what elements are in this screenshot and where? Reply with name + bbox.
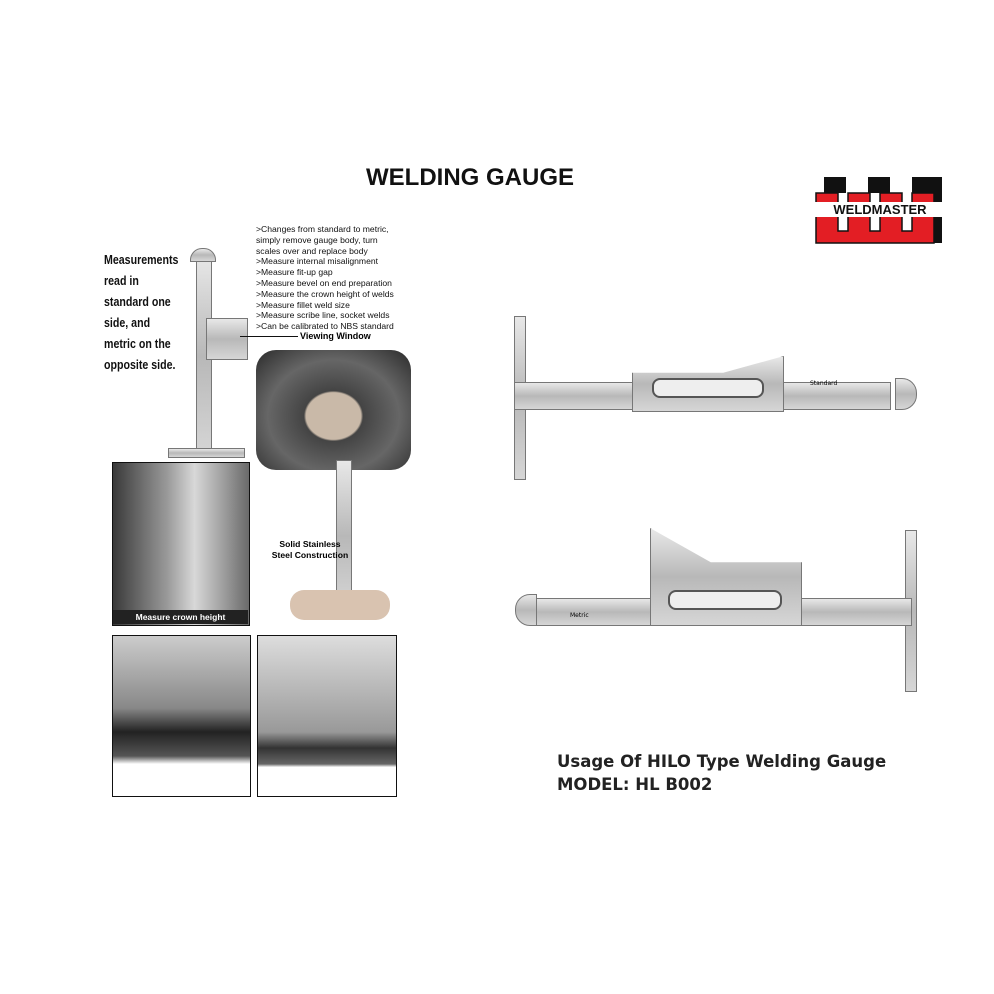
feature-item: >Measure fit-up gap <box>256 267 333 278</box>
feature-item: >Measure bevel on end preparation <box>256 277 392 288</box>
pointer-line <box>240 336 298 337</box>
gauge-tip <box>190 248 216 262</box>
gauge-body <box>206 318 248 360</box>
usage-title: Usage Of HILO Type Welding Gauge <box>557 752 887 771</box>
pipe-image <box>256 350 411 470</box>
feature-item: simply remove gauge body, turn <box>256 234 378 245</box>
feature-item: >Can be calibrated to NBS standard <box>256 321 394 332</box>
feature-item: scales over and replace body <box>256 245 368 256</box>
feature-list: >Changes from standard to metric, simply… <box>256 224 394 332</box>
weldmaster-logo: WELDMASTER <box>814 177 946 244</box>
photo-caption: Measure crown height <box>113 610 248 624</box>
viewing-window <box>668 590 782 610</box>
photo-fitup <box>112 635 251 797</box>
page-title: WELDING GAUGE <box>366 164 574 191</box>
metric-label: Metric <box>570 612 589 619</box>
model-number: MODEL: HL B002 <box>557 775 713 794</box>
feature-item: >Measure scribe line, socket welds <box>256 310 390 321</box>
gauge-base <box>168 448 245 458</box>
svg-text:WELDMASTER: WELDMASTER <box>833 202 927 217</box>
viewing-window <box>652 378 764 398</box>
feature-item: >Measure fillet weld size <box>256 299 350 310</box>
gauge-top-tip <box>895 378 917 410</box>
standard-label: Standard <box>810 380 838 387</box>
feature-item: >Measure the crown height of welds <box>256 288 394 299</box>
photo-bevel <box>257 635 397 797</box>
feature-item: >Changes from standard to metric, <box>256 224 389 234</box>
gauge-bottom-tip <box>515 594 537 626</box>
feature-item: >Measure internal misalignment <box>256 256 379 267</box>
measurement-note: Measurements read in standard one side, … <box>104 253 179 372</box>
hand-image <box>290 590 390 620</box>
viewing-window-label: Viewing Window <box>300 331 371 341</box>
solid-steel-label: Solid Stainless Steel Construction <box>271 539 349 560</box>
usage-caption: Usage Of HILO Type Welding Gauge MODEL: … <box>557 750 886 796</box>
gauge-bottom-body <box>650 528 802 626</box>
photo-crown-height <box>112 462 250 626</box>
